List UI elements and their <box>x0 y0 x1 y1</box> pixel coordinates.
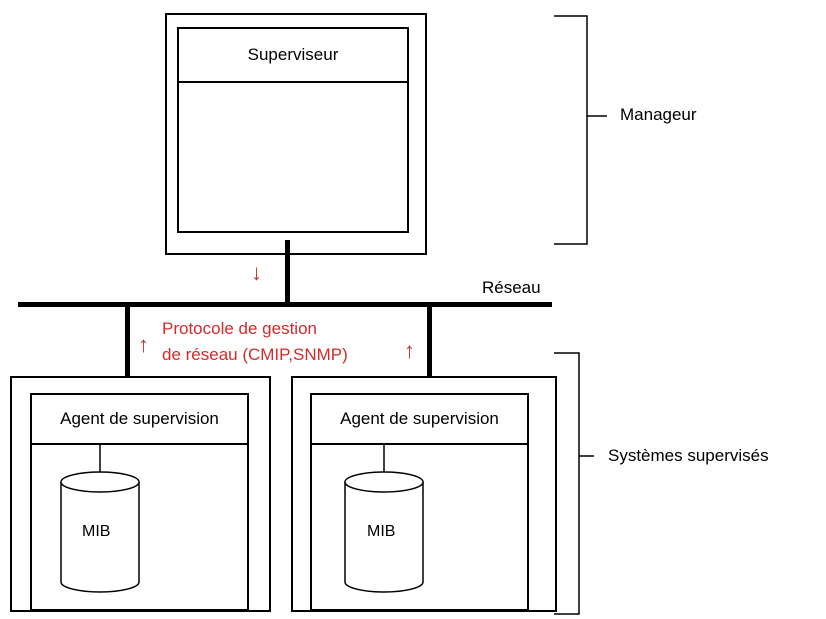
manager-outer-box <box>165 13 427 255</box>
up-arrow-icon: ↑ <box>404 338 415 363</box>
agent-2-title-cell: Agent de supervision <box>312 395 527 445</box>
superviseur-title-cell: Superviseur <box>179 29 407 83</box>
agent-1-network-link <box>125 305 130 385</box>
agent-2-box: Agent de supervision <box>310 393 529 611</box>
agent-1-box: Agent de supervision <box>30 393 249 611</box>
agent-1-mib-database-icon <box>60 444 140 593</box>
manager-bracket-icon <box>554 15 607 245</box>
up-arrow-icon: ↑ <box>138 332 149 357</box>
system-1-outer-box <box>10 376 271 612</box>
network-bus <box>18 302 552 307</box>
agent-2-mib-label: MIB <box>367 523 396 540</box>
superviseur-title: Superviseur <box>247 45 339 64</box>
manager-group-label: Manageur <box>620 105 697 124</box>
manager-network-link <box>285 240 290 306</box>
agent-1-mib-label: MIB <box>82 523 111 540</box>
protocol-label-line1: Protocole de gestion <box>162 319 317 338</box>
agent-1-title: Agent de supervision <box>60 409 219 428</box>
systems-group-label: Systèmes supervisés <box>608 446 769 465</box>
down-arrow-icon: ↓ <box>251 260 262 285</box>
agent-2-network-link <box>427 305 432 385</box>
agent-2-mib-database-icon <box>344 444 424 593</box>
agent-2-title: Agent de supervision <box>340 409 499 428</box>
agent-1-title-cell: Agent de supervision <box>32 395 247 445</box>
system-2-outer-box <box>291 376 557 612</box>
protocol-label-line2: de réseau (CMIP,SNMP) <box>162 345 348 364</box>
superviseur-box: Superviseur <box>177 27 409 233</box>
network-label: Réseau <box>482 278 541 297</box>
systems-bracket-icon <box>554 352 594 615</box>
